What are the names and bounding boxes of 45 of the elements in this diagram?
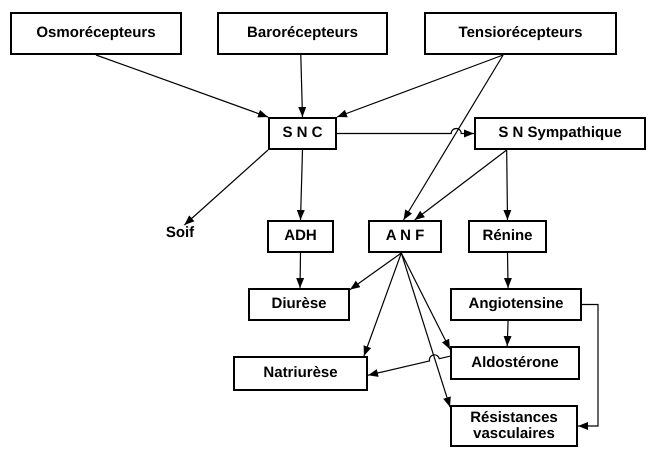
process-box (248, 288, 350, 321)
arrow (337, 128, 474, 138)
arrow (414, 150, 508, 220)
node-label: Tensiorécepteurs (458, 25, 582, 42)
process-box (424, 12, 617, 55)
node-label: Angiotensine (468, 296, 564, 313)
arrow (336, 54, 504, 118)
process-box (267, 220, 334, 253)
arrow (184, 150, 268, 226)
process-box (217, 12, 388, 55)
node-label: S N C (282, 125, 322, 142)
process-box (233, 356, 368, 391)
node-label: Aldostérone (471, 354, 559, 372)
arrow (503, 150, 512, 220)
node-label: Résistances vasculaires (469, 410, 559, 442)
node-label: ADH (284, 228, 317, 245)
process-box (450, 405, 578, 447)
arrow (350, 252, 402, 290)
process-box (268, 117, 337, 150)
node-label: Diurèse (271, 296, 327, 313)
process-box (468, 220, 547, 253)
label-text: Soif (158, 225, 202, 245)
node-label: Rénine (482, 228, 532, 245)
arrow (296, 253, 304, 288)
process-box (450, 288, 582, 321)
process-box (450, 346, 580, 380)
arrow (400, 252, 451, 350)
arrow (578, 304, 599, 430)
node-label: Natriurèse (263, 365, 338, 382)
node-label: Barorécepteurs (247, 25, 358, 42)
node-label: Osmorécepteurs (36, 25, 156, 42)
arrow (504, 252, 512, 288)
process-box (368, 220, 442, 253)
node-label: S N Sympathique (498, 125, 622, 142)
arrow (504, 320, 512, 346)
arrow (403, 54, 504, 220)
process-box (474, 117, 646, 150)
process-box (10, 12, 182, 55)
arrow (400, 252, 451, 408)
arrow (296, 150, 305, 220)
node-label: A N F (386, 228, 424, 245)
arrow (368, 354, 450, 377)
arrow (298, 54, 306, 118)
arrow (96, 54, 268, 118)
arrow (363, 252, 402, 356)
